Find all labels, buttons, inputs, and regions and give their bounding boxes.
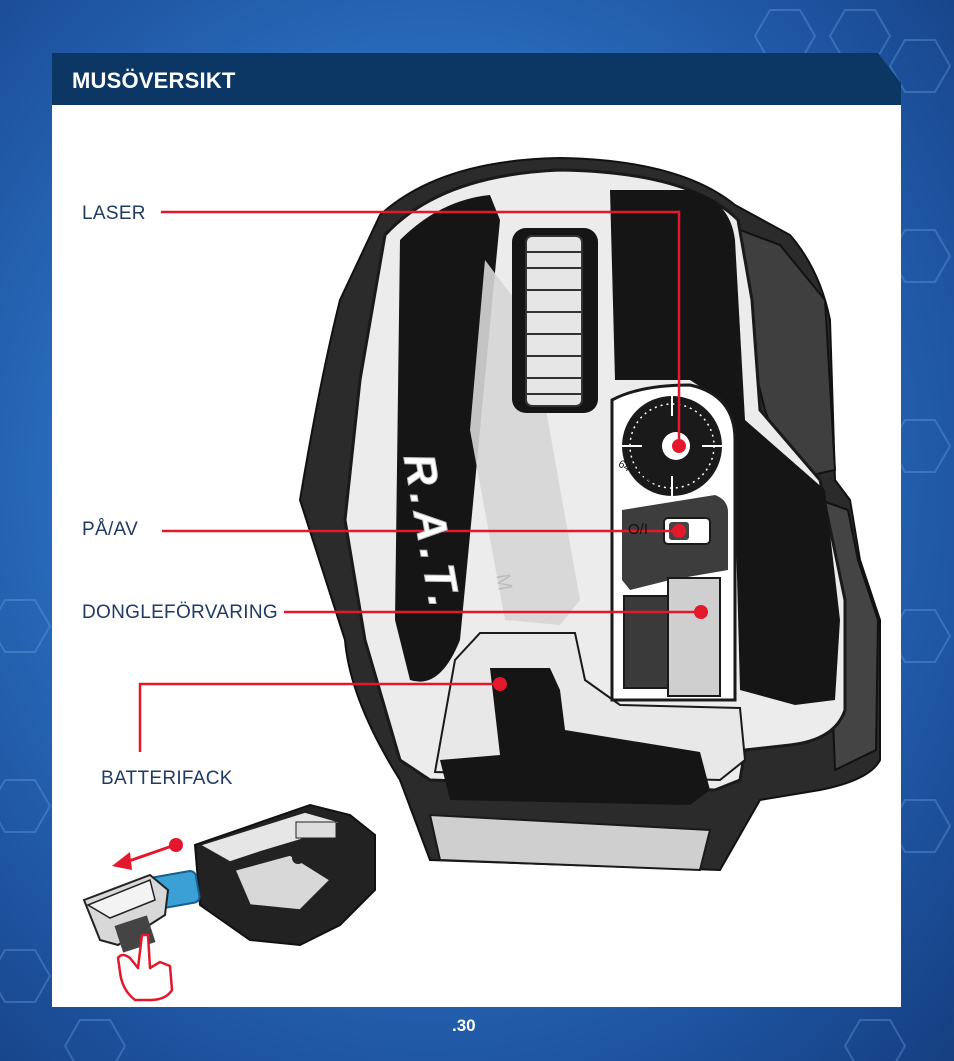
battery-cover-dark [440,668,710,805]
laser-callout-dot [672,439,686,453]
battery-callout-dot [493,677,507,691]
switch-label: O/I [628,521,649,538]
battery-compartment-label: BATTERIFACK [101,768,233,789]
laser-label: LASER [82,203,146,224]
remove-cover-arrow-icon [112,838,183,870]
dongle-storage-label: DONGLEFÖRVARING [82,602,278,623]
scroll-wheel [525,235,583,407]
pointing-hand-icon [116,933,174,1002]
page-title: MUSÖVERSIKT [72,68,236,93]
dongle-storage-compartment [623,595,669,689]
palm-rest-base [428,813,712,872]
battery-callout-line [138,682,500,752]
right-button-panel [610,190,840,705]
left-button-panel [395,195,500,682]
power-label: PÅ/AV [82,519,139,540]
power-callout-dot [672,524,686,538]
dongle-callout-dot [694,605,708,619]
page-number: .30 [452,1016,476,1035]
battery-compartment-illustration [82,803,376,953]
laser-callout-line [161,210,681,446]
brand-stripe [470,260,580,625]
dongle-storage-slot [667,577,721,697]
section-header: MUSÖVERSIKT [52,53,901,105]
header-banner-shape [52,53,901,105]
